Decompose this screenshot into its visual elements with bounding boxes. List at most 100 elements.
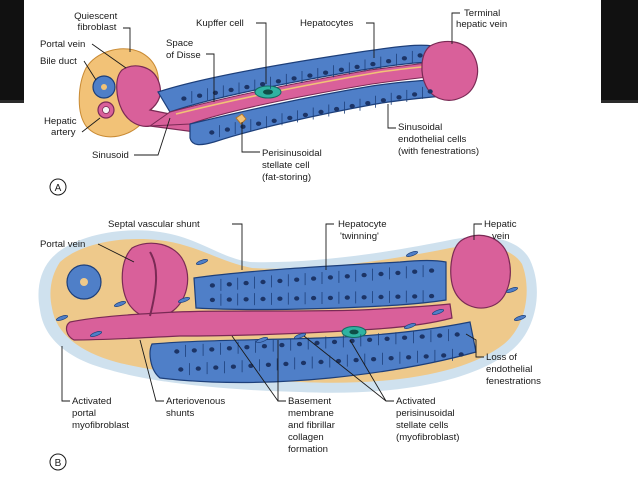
hepatocyte-nucleus <box>311 295 317 301</box>
stellate-cell-a <box>235 113 247 125</box>
label-kupffer-cell: Kupffer cell <box>196 18 244 29</box>
hepatocyte-nucleus <box>331 339 338 345</box>
hepatocyte-nucleus <box>243 280 249 286</box>
hepatocyte-nucleus <box>395 294 401 299</box>
panel-b-labels: Portal vein Septal vascular shunt Hepato… <box>40 219 541 471</box>
hepatocyte-nucleus <box>209 130 215 135</box>
hepatocyte-nucleus <box>209 283 215 288</box>
hepatocyte-nucleus <box>429 268 435 273</box>
panel-b-badge-ring <box>49 453 67 471</box>
hepatocyte-nucleus <box>296 341 303 347</box>
label-portal-vein-a: Portal vein <box>40 39 85 50</box>
hepatocyte-nucleus <box>323 70 329 75</box>
hepatocyte-nucleus <box>361 272 367 278</box>
label-perisinusoidal-stellate: Perisinusoidal stellate cell (fat-storin… <box>262 148 324 183</box>
terminal-hepatic-vein-a <box>421 40 479 101</box>
hepatocyte-nucleus <box>349 103 355 109</box>
hepatocyte-nucleus <box>287 115 293 121</box>
hepatocyte-nucleus <box>370 61 376 67</box>
hepatocyte-nucleus <box>224 127 230 132</box>
bile-duct-lumen <box>101 84 107 90</box>
hepatocyte-nucleus <box>244 345 250 350</box>
hepatocyte-nucleus <box>291 76 297 81</box>
label-terminal-hepatic-vein: Terminal hepatic vein <box>456 8 507 30</box>
panel-b-badge: B <box>55 458 62 469</box>
portal-cluster-lumen <box>80 278 88 286</box>
hepatocyte-nucleus <box>226 282 232 287</box>
hepatocyte-nucleus <box>261 344 267 349</box>
hepatocyte-nucleus <box>365 101 371 106</box>
myofibroblast <box>293 332 307 340</box>
hepatocyte-nucleus <box>417 53 423 58</box>
hepatocyte-nucleus <box>318 359 324 365</box>
myofibroblast <box>513 314 527 322</box>
hepatocyte-nucleus <box>265 362 271 367</box>
label-hepatocytes: Hepatocytes <box>300 18 354 29</box>
panel-b <box>38 230 537 393</box>
activated-myofibroblasts-b <box>55 250 527 344</box>
myofibroblast <box>177 296 191 304</box>
label-quiescent-fibroblast: Quiescent fibroblast <box>74 11 120 33</box>
hepatocyte-nucleus <box>226 297 232 302</box>
label-bile-duct: Bile duct <box>40 56 77 67</box>
hepatocyte-nucleus <box>318 109 324 115</box>
hepatocyte-nucleus <box>386 59 392 64</box>
hepatocyte-nucleus <box>209 347 215 352</box>
panel-a-labels: Quiescent fibroblast Portal vein Bile du… <box>40 8 507 196</box>
hepatocyte-nucleus <box>402 335 408 340</box>
hepatocyte-nucleus <box>412 92 418 97</box>
hepatic-artery-lumen <box>102 106 110 114</box>
hepatocyte-nucleus <box>419 334 425 339</box>
panel-a <box>78 40 479 146</box>
hepatocyte-nucleus <box>230 364 236 369</box>
hepatocyte-nucleus <box>197 93 203 98</box>
hepatocyte-nucleus <box>427 89 433 94</box>
hepatocyte-nucleus <box>378 271 384 277</box>
hepatocyte-nucleus <box>302 112 308 118</box>
hepatocyte-nuclei-a <box>181 50 433 138</box>
right-edge-line <box>601 100 638 103</box>
left-edge-line <box>0 100 24 103</box>
hepatocyte-nucleus <box>277 278 283 284</box>
hepatocyte-nucleus <box>294 296 300 301</box>
hepatocyte-nucleus <box>371 357 377 362</box>
hepatocyte-nucleus <box>191 348 197 353</box>
hepatocyte-nucleus <box>283 361 289 367</box>
hepatocyte-nucleus <box>406 355 412 360</box>
hepatocyte-nucleus <box>181 96 187 101</box>
label-space-of-disse: Space of Disse <box>166 38 201 61</box>
hepatocyte-nucleus <box>338 67 344 73</box>
hepatocyte-nucleus <box>388 356 394 361</box>
myofibroblast <box>113 300 127 308</box>
label-hepatocyte-twinning: Hepatocyte 'twinning' <box>338 219 389 242</box>
hepatocyte-nucleus <box>412 294 418 299</box>
right-edge-bar <box>601 0 638 100</box>
label-portal-vein-b: Portal vein <box>40 239 85 250</box>
hepatocyte-nucleus <box>423 354 429 359</box>
hepatocyte-nucleus <box>195 366 201 371</box>
hepatocyte-nucleus <box>395 270 401 276</box>
kupffer-nucleus <box>263 89 273 95</box>
hepatocyte-nucleus <box>244 84 250 90</box>
hepatocyte-nucleus <box>226 346 232 351</box>
hepatocyte-nucleus <box>354 64 360 70</box>
left-edge-bar <box>0 0 24 100</box>
hepatocyte-nucleus <box>213 365 219 370</box>
hepatocyte-nucleus <box>311 276 317 281</box>
hepatocyte-nucleus <box>327 295 333 301</box>
myofibroblast <box>405 250 419 258</box>
label-arteriovenous-shunts: Arteriovenous shunts <box>166 396 228 419</box>
hepatocyte-nucleus <box>271 118 277 124</box>
myofibroblast <box>55 314 69 322</box>
hepatocyte-nucleus <box>335 358 342 364</box>
label-activated-stellate: Activated perisinusoidal stellate cells … <box>396 396 459 443</box>
hepatocyte-nucleus <box>380 98 386 103</box>
hepatocyte-nucleus <box>396 95 402 100</box>
hepatocyte-nucleus <box>367 337 373 342</box>
myofibroblast <box>255 336 269 344</box>
hepatocyte-nucleus <box>260 296 266 302</box>
hepatocyte-nucleus <box>277 296 283 301</box>
label-hepatic-artery: Hepatic artery <box>44 116 79 138</box>
hepatocyte-nucleus <box>294 277 300 282</box>
